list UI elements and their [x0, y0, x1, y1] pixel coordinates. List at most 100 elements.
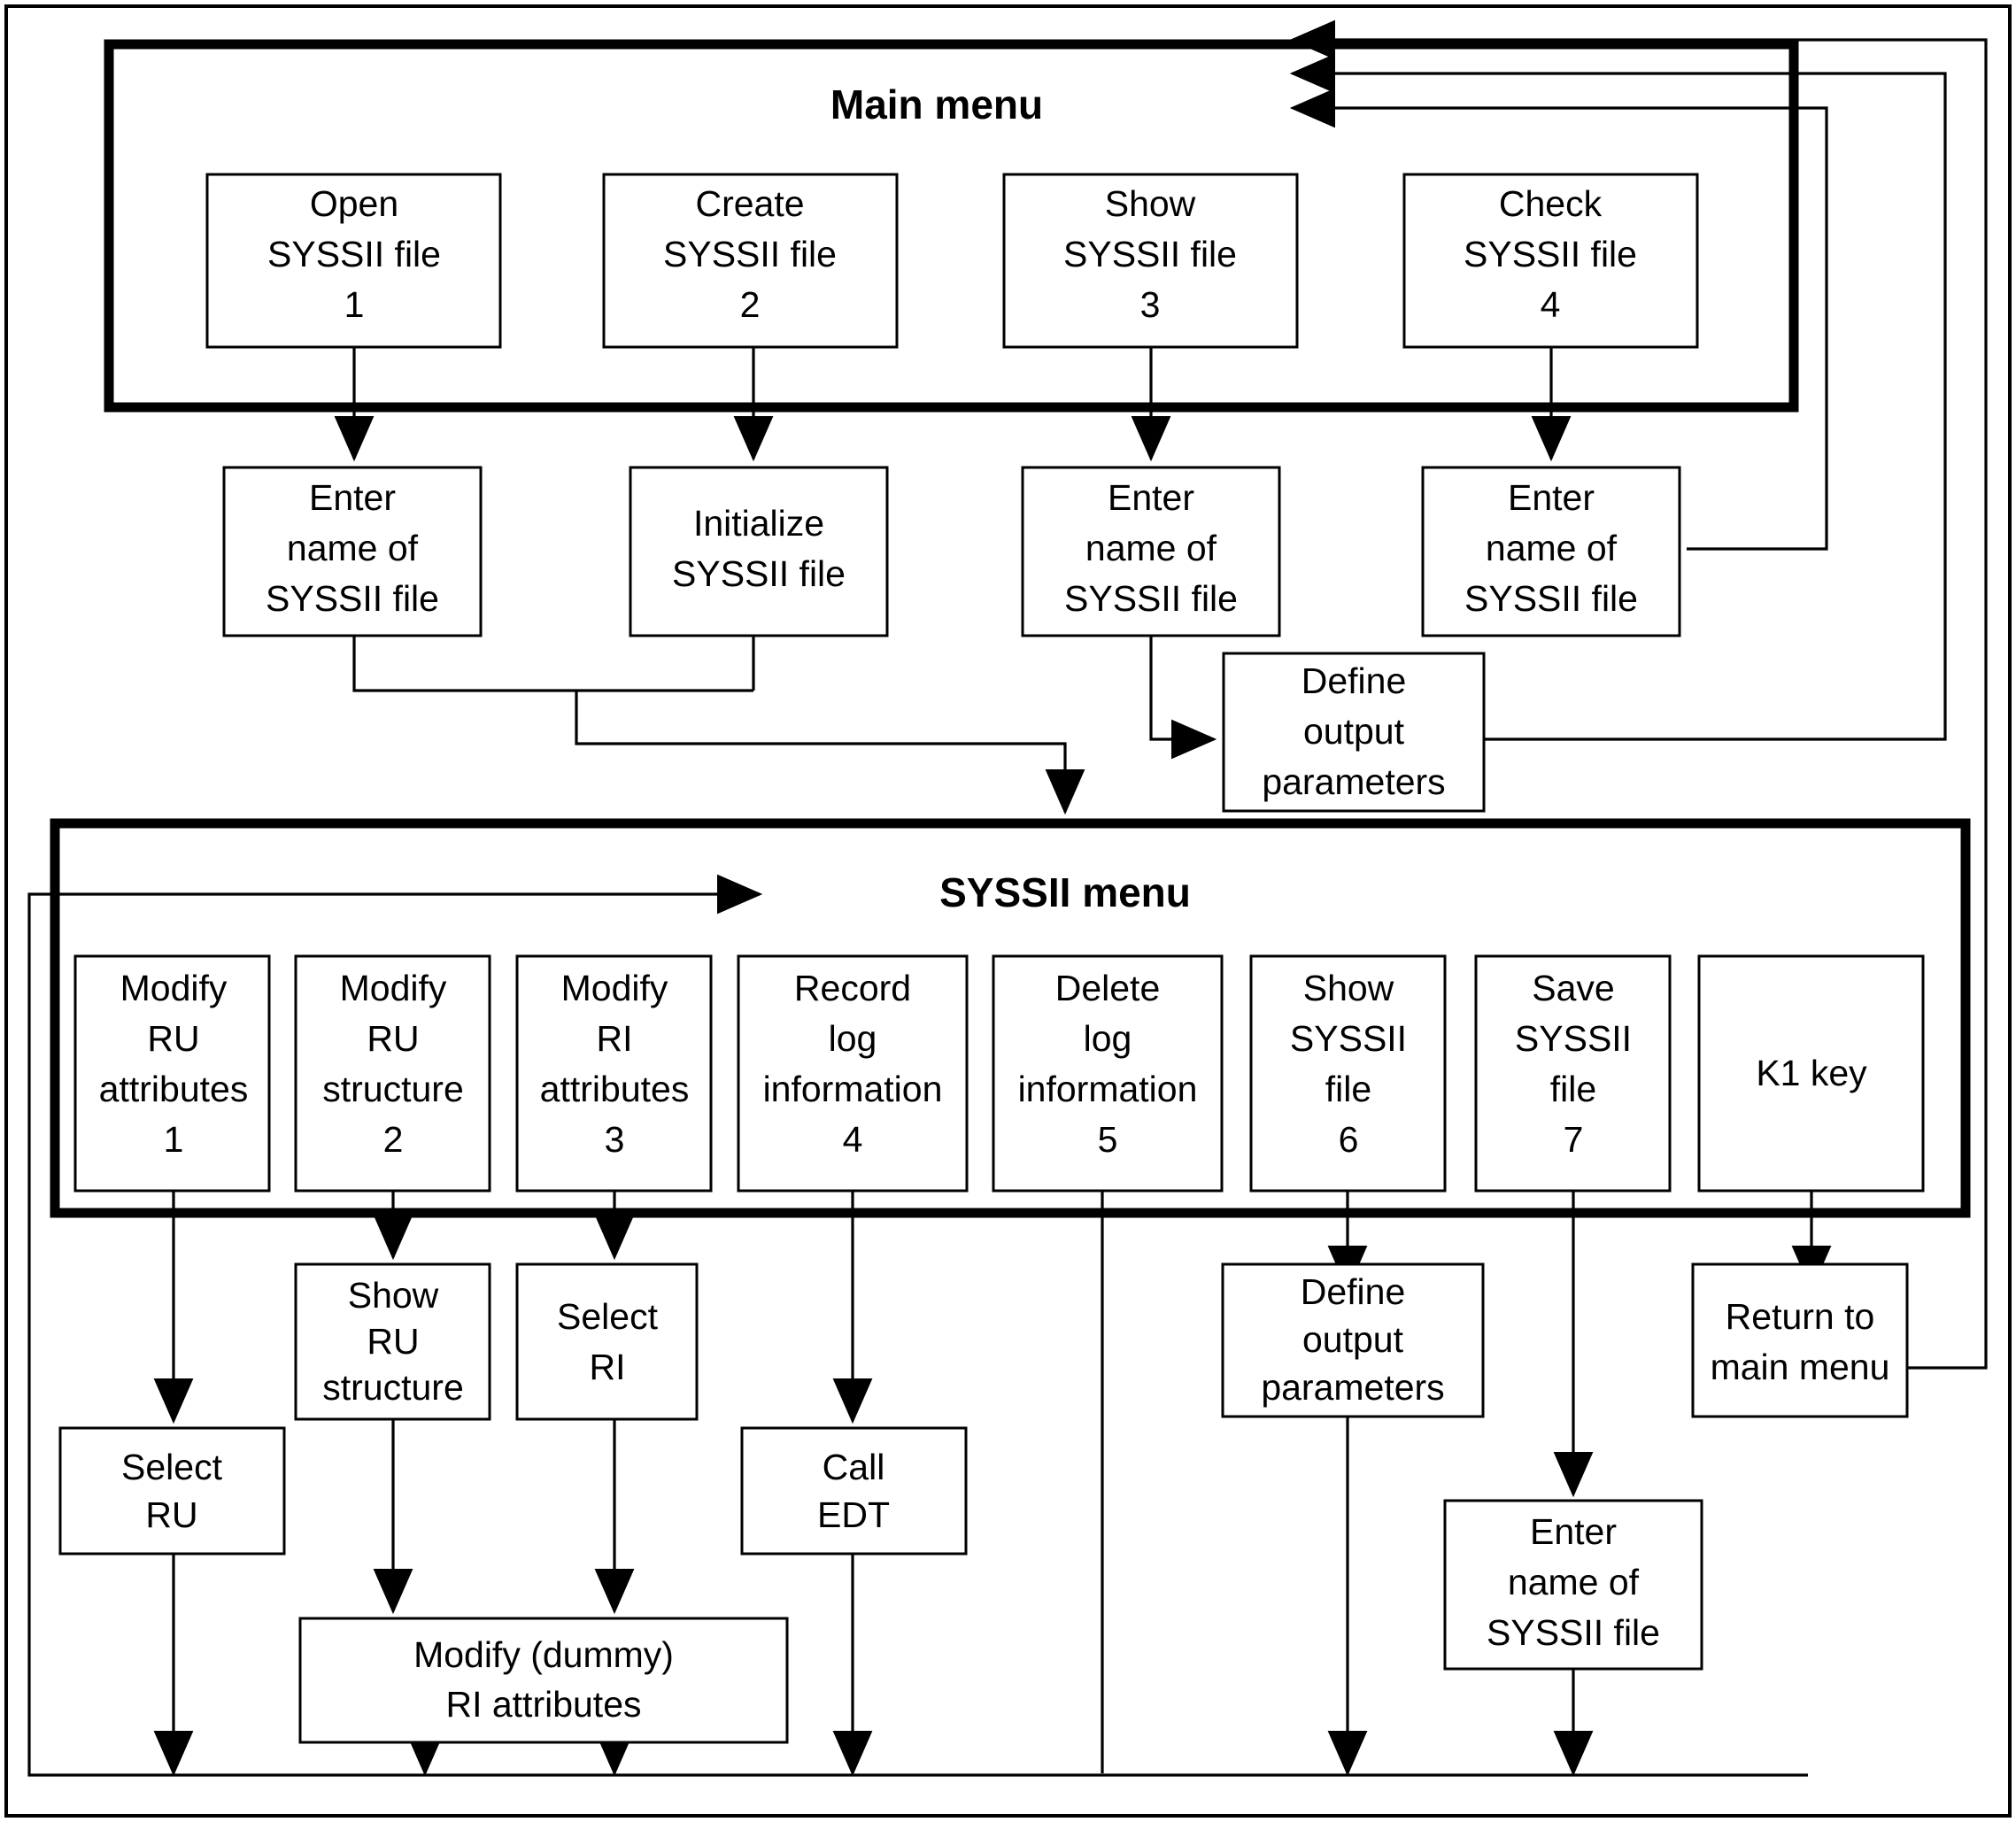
- enter-name-show-line-2: name of: [1085, 528, 1217, 568]
- modify-ri-attributes-line-4: 3: [605, 1119, 625, 1160]
- modify-ri-attributes-line-3: attributes: [540, 1069, 690, 1109]
- initialize-syssii-file-line-1: Initialize: [693, 503, 824, 544]
- modify-ri-attributes-line-1: Modify: [561, 968, 668, 1008]
- syssii-menu-item-modify-ri-attributes[interactable]: Modify RI attributes 3: [515, 954, 713, 1193]
- enter-name-check-line-1: Enter: [1508, 477, 1595, 518]
- subprocess-call-edt[interactable]: Call EDT: [740, 1426, 968, 1556]
- check-syssii-file-line-2: SYSSII file: [1464, 234, 1637, 274]
- modify-ru-attributes-line-2: RU: [147, 1018, 199, 1059]
- select-ri-line-1: Select: [557, 1296, 659, 1337]
- show-syssii-file-6-line-1: Show: [1303, 968, 1394, 1008]
- show-ru-structure-line-2: RU: [367, 1321, 419, 1362]
- enter-name-check-line-2: name of: [1486, 528, 1618, 568]
- connectors: [27, 19, 1988, 1777]
- record-log-line-3: information: [763, 1069, 943, 1109]
- conn-entercheck-to-mainmenu: [1289, 88, 1828, 551]
- open-syssii-file-line-3: 1: [344, 284, 365, 325]
- show-syssii-file-6-line-4: 6: [1339, 1119, 1359, 1160]
- open-syssii-file-line-1: Open: [310, 183, 398, 224]
- conn-entershow-to-define: [1149, 636, 1217, 760]
- subprocess-initialize-syssii-file[interactable]: Initialize SYSSII file: [629, 466, 889, 637]
- show-syssii-file-6-line-2: SYSSII: [1290, 1018, 1407, 1059]
- enter-name-save-line-2: name of: [1508, 1562, 1640, 1602]
- syssii-menu-item-modify-ru-attributes[interactable]: Modify RU attributes 1: [73, 954, 271, 1193]
- create-syssii-file-line-3: 2: [740, 284, 761, 325]
- syssii-menu-item-modify-ru-structure[interactable]: Modify RU structure 2: [294, 954, 491, 1193]
- syssii-menu-item-save-syssii-file[interactable]: Save SYSSII file 7: [1474, 954, 1672, 1193]
- select-ru-line-1: Select: [121, 1447, 223, 1487]
- main-menu-item-check-syssii-file[interactable]: Check SYSSII file 4: [1402, 173, 1699, 349]
- subprocess-define-output-parameters-top[interactable]: Define output parameters: [1222, 652, 1486, 813]
- modify-ru-attributes-line-1: Modify: [120, 968, 228, 1008]
- conn-join-to-syssii-menu: [575, 691, 1085, 815]
- save-syssii-file-7-line-1: Save: [1532, 968, 1614, 1008]
- conn-open-branch-join: [352, 636, 753, 692]
- modify-dummy-line-2: RI attributes: [445, 1684, 641, 1725]
- modify-ru-attributes-line-4: 1: [164, 1119, 184, 1160]
- modify-ru-structure-line-3: structure: [322, 1069, 464, 1109]
- conn-bottom-collector-to-syssii-menu: [27, 874, 1808, 1777]
- modify-ri-attributes-line-2: RI: [597, 1018, 633, 1059]
- define-output-bottom-line-3: parameters: [1261, 1367, 1444, 1408]
- save-syssii-file-7-line-4: 7: [1564, 1119, 1584, 1160]
- syssii-menu-title: SYSSII menu: [939, 869, 1191, 915]
- create-syssii-file-line-2: SYSSII file: [663, 234, 837, 274]
- subprocess-enter-name-open[interactable]: Enter name of SYSSII file: [222, 466, 483, 637]
- delete-log-line-1: Delete: [1055, 968, 1161, 1008]
- main-menu-item-show-syssii-file[interactable]: Show SYSSII file 3: [1002, 173, 1299, 349]
- show-syssii-file-line-2: SYSSII file: [1063, 234, 1237, 274]
- initialize-syssii-file-line-2: SYSSII file: [672, 553, 846, 594]
- conn-define-top-to-mainmenu: [1289, 53, 1947, 741]
- show-syssii-file-line-1: Show: [1105, 183, 1196, 224]
- modify-ru-structure-line-2: RU: [367, 1018, 419, 1059]
- select-ri-line-2: RI: [590, 1347, 626, 1387]
- subprocess-modify-dummy-ri-attributes[interactable]: Modify (dummy) RI attributes: [298, 1617, 789, 1744]
- subprocess-select-ri[interactable]: Select RI: [515, 1262, 699, 1421]
- main-menu-panel[interactable]: [104, 39, 1799, 413]
- subprocess-define-output-parameters-bottom[interactable]: Define output parameters: [1221, 1262, 1485, 1418]
- main-menu-title: Main menu: [830, 81, 1043, 127]
- enter-name-show-line-3: SYSSII file: [1064, 578, 1238, 619]
- outer-frame: [4, 4, 2012, 1818]
- delete-log-line-3: information: [1018, 1069, 1198, 1109]
- select-ru-line-2: RU: [145, 1494, 197, 1535]
- main-menu-item-create-syssii-file[interactable]: Create SYSSII file 2: [602, 173, 899, 349]
- record-log-line-4: 4: [843, 1119, 863, 1160]
- delete-log-line-2: log: [1084, 1018, 1132, 1059]
- enter-name-save-line-3: SYSSII file: [1487, 1612, 1660, 1653]
- show-ru-structure-line-3: structure: [322, 1367, 464, 1408]
- subprocess-enter-name-check[interactable]: Enter name of SYSSII file: [1421, 466, 1681, 637]
- modify-ru-structure-line-1: Modify: [340, 968, 447, 1008]
- syssii-menu-item-show-syssii-file[interactable]: Show SYSSII file 6: [1249, 954, 1447, 1193]
- enter-name-open-line-1: Enter: [309, 477, 396, 518]
- enter-name-check-line-3: SYSSII file: [1464, 578, 1638, 619]
- open-syssii-file-line-2: SYSSII file: [267, 234, 441, 274]
- create-syssii-file-line-1: Create: [695, 183, 804, 224]
- modify-dummy-line-1: Modify (dummy): [413, 1634, 674, 1675]
- call-edt-line-2: EDT: [817, 1494, 890, 1535]
- main-menu-item-open-syssii-file[interactable]: Open SYSSII file 1: [205, 173, 502, 349]
- subprocess-show-ru-structure[interactable]: Show RU structure: [294, 1262, 491, 1421]
- enter-name-open-line-2: name of: [287, 528, 419, 568]
- subprocess-select-ru[interactable]: Select RU: [58, 1426, 286, 1556]
- k1-key-label: K1 key: [1756, 1053, 1867, 1093]
- syssii-menu-panel[interactable]: [50, 818, 1971, 1218]
- subprocess-enter-name-show[interactable]: Enter name of SYSSII file: [1021, 466, 1281, 637]
- show-syssii-file-line-3: 3: [1140, 284, 1161, 325]
- syssii-menu-item-delete-log-information[interactable]: Delete log information 5: [992, 954, 1224, 1193]
- save-syssii-file-7-line-3: file: [1550, 1069, 1596, 1109]
- show-syssii-file-6-line-3: file: [1325, 1069, 1371, 1109]
- record-log-line-1: Record: [794, 968, 911, 1008]
- enter-name-save-line-1: Enter: [1530, 1511, 1617, 1552]
- modify-ru-structure-line-4: 2: [383, 1119, 404, 1160]
- syssii-menu-item-k1-key[interactable]: K1 key: [1697, 954, 1925, 1193]
- subprocess-return-to-main-menu[interactable]: Return to main menu: [1691, 1262, 1909, 1418]
- subprocess-enter-name-save[interactable]: Enter name of SYSSII file: [1443, 1499, 1703, 1671]
- return-to-main-menu-line-2: main menu: [1711, 1347, 1890, 1387]
- delete-log-line-4: 5: [1098, 1119, 1118, 1160]
- define-output-top-line-1: Define: [1302, 660, 1407, 701]
- enter-name-open-line-3: SYSSII file: [266, 578, 439, 619]
- check-syssii-file-line-1: Check: [1499, 183, 1603, 224]
- syssii-menu-item-record-log-information[interactable]: Record log information 4: [737, 954, 969, 1193]
